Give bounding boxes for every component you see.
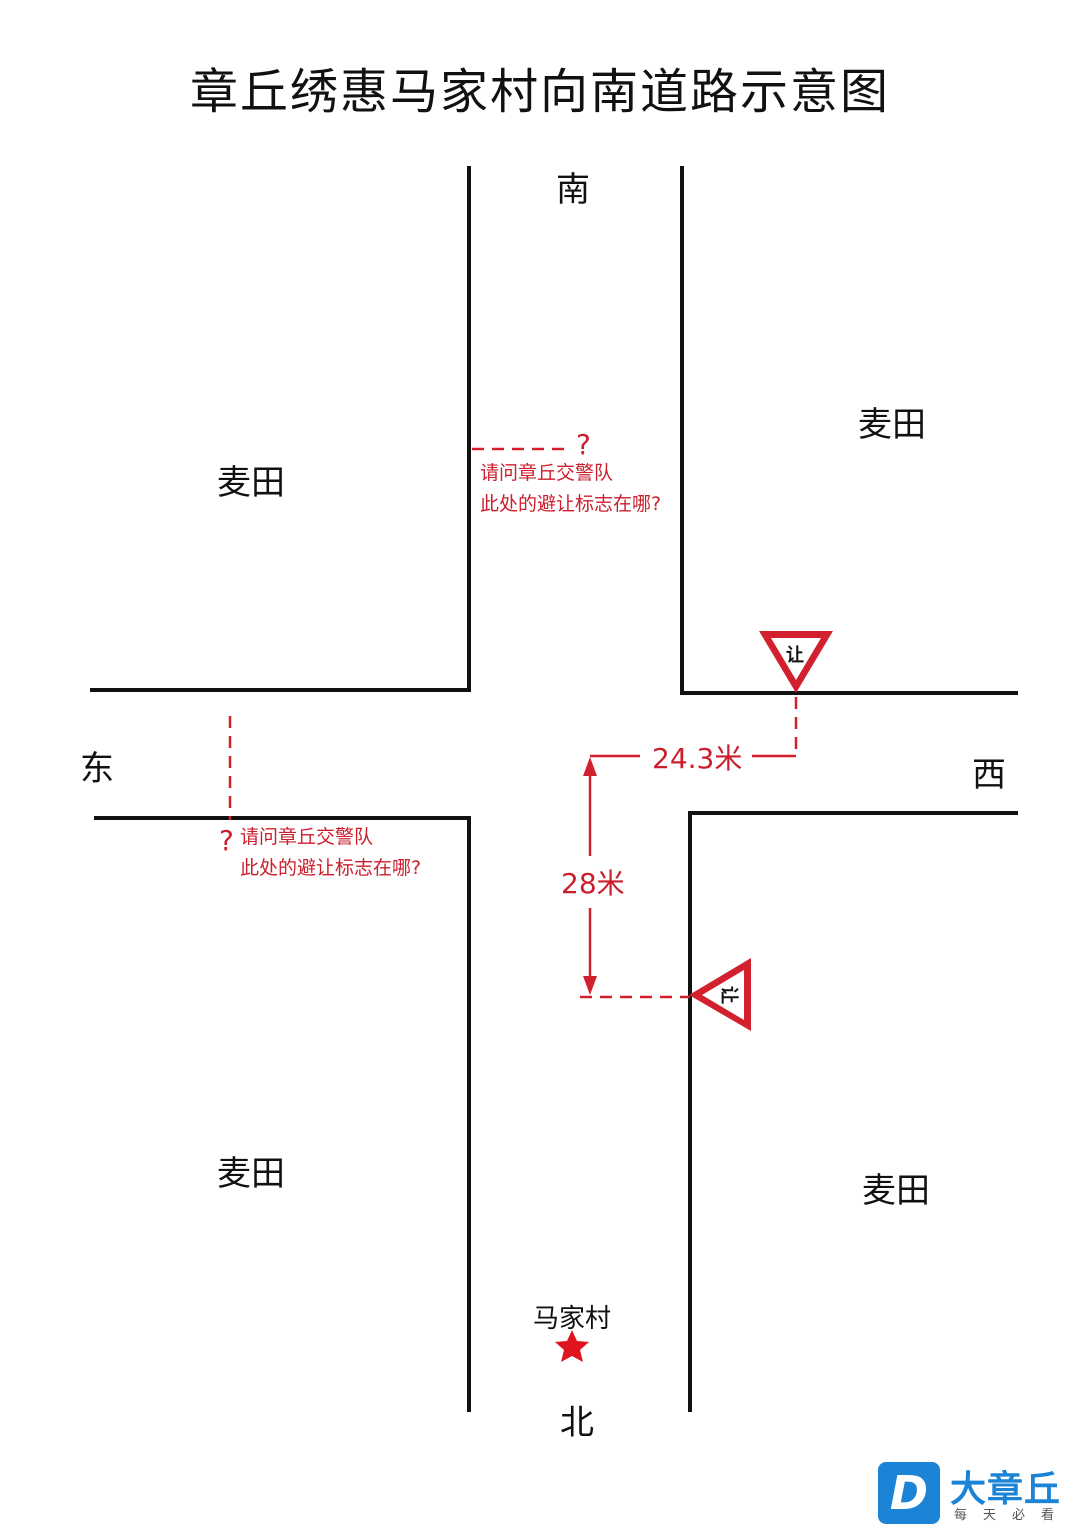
logo-name: 大章丘 [950,1469,1062,1510]
road-edges [90,166,1018,1412]
brand-logo: D 大章丘 每天必看 [878,1460,1078,1526]
dashed-guides [228,447,798,999]
question-top: 请问章丘交警队 此处的避让标志在哪? [480,458,661,520]
yield-sign-right: 让 [689,958,751,1031]
logo-d-icon: D [878,1462,940,1524]
field-top-left: 麦田 [217,463,285,503]
question-mark-left: ? [219,824,234,857]
question-left: 请问章丘交警队 此处的避让标志在哪? [240,822,421,884]
yield-sign-label: 让 [786,645,804,666]
question-top-line1: 请问章丘交警队 [480,462,614,484]
question-left-line2: 此处的避让标志在哪? [240,857,422,879]
field-top-right: 麦田 [858,405,926,445]
dimension-lines [588,754,796,982]
field-bottom-right: 麦田 [862,1171,930,1211]
field-bottom-left: 麦田 [217,1154,285,1194]
question-top-line2: 此处的避让标志在哪? [480,493,662,515]
page-title: 章丘绣惠马家村向南道路示意图 [189,64,890,120]
question-mark-top: ? [576,428,591,461]
yield-sign-label: 让 [718,986,739,1004]
question-left-line1: 请问章丘交警队 [240,826,374,848]
logo-slogan: 每天必看 [954,1508,1071,1523]
yield-sign-top: 让 [759,631,833,693]
direction-west: 西 [972,755,1006,795]
village-label: 马家村 [533,1304,612,1334]
direction-east: 东 [80,749,114,789]
village-star-icon [555,1330,589,1362]
direction-north: 北 [560,1403,594,1443]
direction-south: 南 [556,170,590,210]
distance-vertical: 28米 [557,862,629,902]
distance-horizontal: 24.3米 [648,737,747,777]
arrow-down-icon [583,976,597,995]
arrow-up-icon [583,757,597,776]
